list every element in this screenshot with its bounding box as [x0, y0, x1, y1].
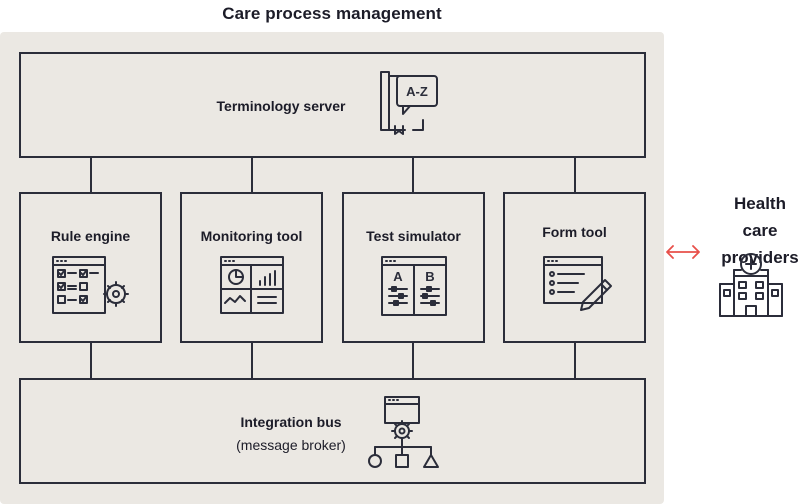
- rule-engine-label: Rule engine: [50, 228, 131, 244]
- ab-glyph-b: B: [425, 269, 434, 284]
- connector-test-bus: [412, 342, 414, 380]
- connector-rule-bus: [90, 342, 92, 380]
- book-az-icon: A-Z: [380, 71, 438, 135]
- ab-test-icon: A B: [381, 256, 447, 316]
- connector-terminology-monitoring: [251, 156, 253, 194]
- terminology-server-label: Terminology server: [216, 98, 346, 114]
- double-arrow-icon: [666, 245, 700, 259]
- rule-engine-box: Rule engine: [19, 192, 162, 343]
- az-glyph: A-Z: [406, 84, 428, 99]
- terminology-server-box: Terminology server A-Z: [19, 52, 646, 158]
- form-tool-box: Form tool: [503, 192, 646, 343]
- test-simulator-label: Test simulator: [366, 228, 461, 244]
- integration-bus-label: Integration bus: [240, 414, 342, 430]
- checklist-gear-icon: [52, 256, 129, 314]
- hospital-icon: [719, 253, 783, 317]
- form-tool-label: Form tool: [542, 224, 607, 240]
- test-simulator-box: Test simulator A B: [342, 192, 485, 343]
- diagram-title: Care process management: [222, 4, 442, 23]
- connector-monitoring-bus: [251, 342, 253, 380]
- connector-form-bus: [574, 342, 576, 380]
- form-pen-icon: [543, 256, 612, 311]
- health-care-line1: Health care: [734, 194, 786, 240]
- connector-terminology-rule: [90, 156, 92, 194]
- integration-bus-box: Integration bus (message broker): [19, 378, 646, 484]
- connector-terminology-test: [412, 156, 414, 194]
- dashboard-icon: [220, 256, 284, 314]
- ab-glyph-a: A: [393, 269, 403, 284]
- hierarchy-gear-icon: [368, 396, 439, 468]
- connector-terminology-form: [574, 156, 576, 194]
- health-care-providers-label: Health care providers: [718, 190, 799, 271]
- integration-bus-sublabel: (message broker): [236, 437, 346, 453]
- monitoring-tool-label: Monitoring tool: [200, 228, 303, 244]
- monitoring-tool-box: Monitoring tool: [180, 192, 323, 343]
